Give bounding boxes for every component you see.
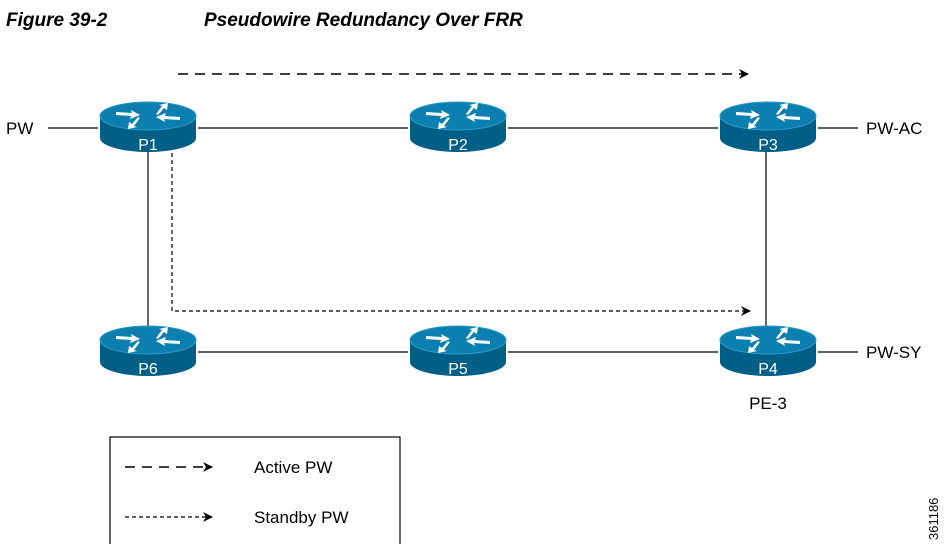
router-p6: P6 — [99, 325, 197, 378]
router-p5-label: P5 — [448, 361, 468, 378]
legend-active-label: Active PW — [254, 458, 332, 477]
legend-box — [109, 436, 401, 544]
figure-title: Pseudowire Redundancy Over FRR — [204, 10, 523, 31]
endpoint-pw-label: PW — [6, 119, 33, 138]
endpoint-pw-sy-label: PW-SY — [866, 343, 921, 362]
legend: Active PW Standby PW — [109, 436, 401, 544]
pe-3-label: PE-3 — [749, 394, 787, 413]
standby-pw-path — [171, 146, 751, 316]
router-p5: P5 — [409, 325, 507, 378]
endpoint-pw-ac-label: PW-AC — [866, 119, 922, 138]
legend-standby-label: Standby PW — [254, 508, 349, 527]
router-p1: P1 — [99, 101, 197, 154]
router-p2-label: P2 — [448, 137, 468, 154]
router-p2: P2 — [409, 101, 507, 154]
router-p6-label: P6 — [138, 361, 158, 378]
router-p4-label: P4 — [758, 361, 778, 378]
router-p4: P4 — [719, 325, 817, 378]
router-p3: P3 — [719, 101, 817, 154]
figure-number: Figure 39-2 — [6, 10, 108, 31]
router-p3-label: P3 — [758, 137, 778, 154]
figure-id: 361186 — [926, 498, 941, 540]
links — [48, 127, 858, 353]
router-p1-label: P1 — [138, 137, 158, 154]
